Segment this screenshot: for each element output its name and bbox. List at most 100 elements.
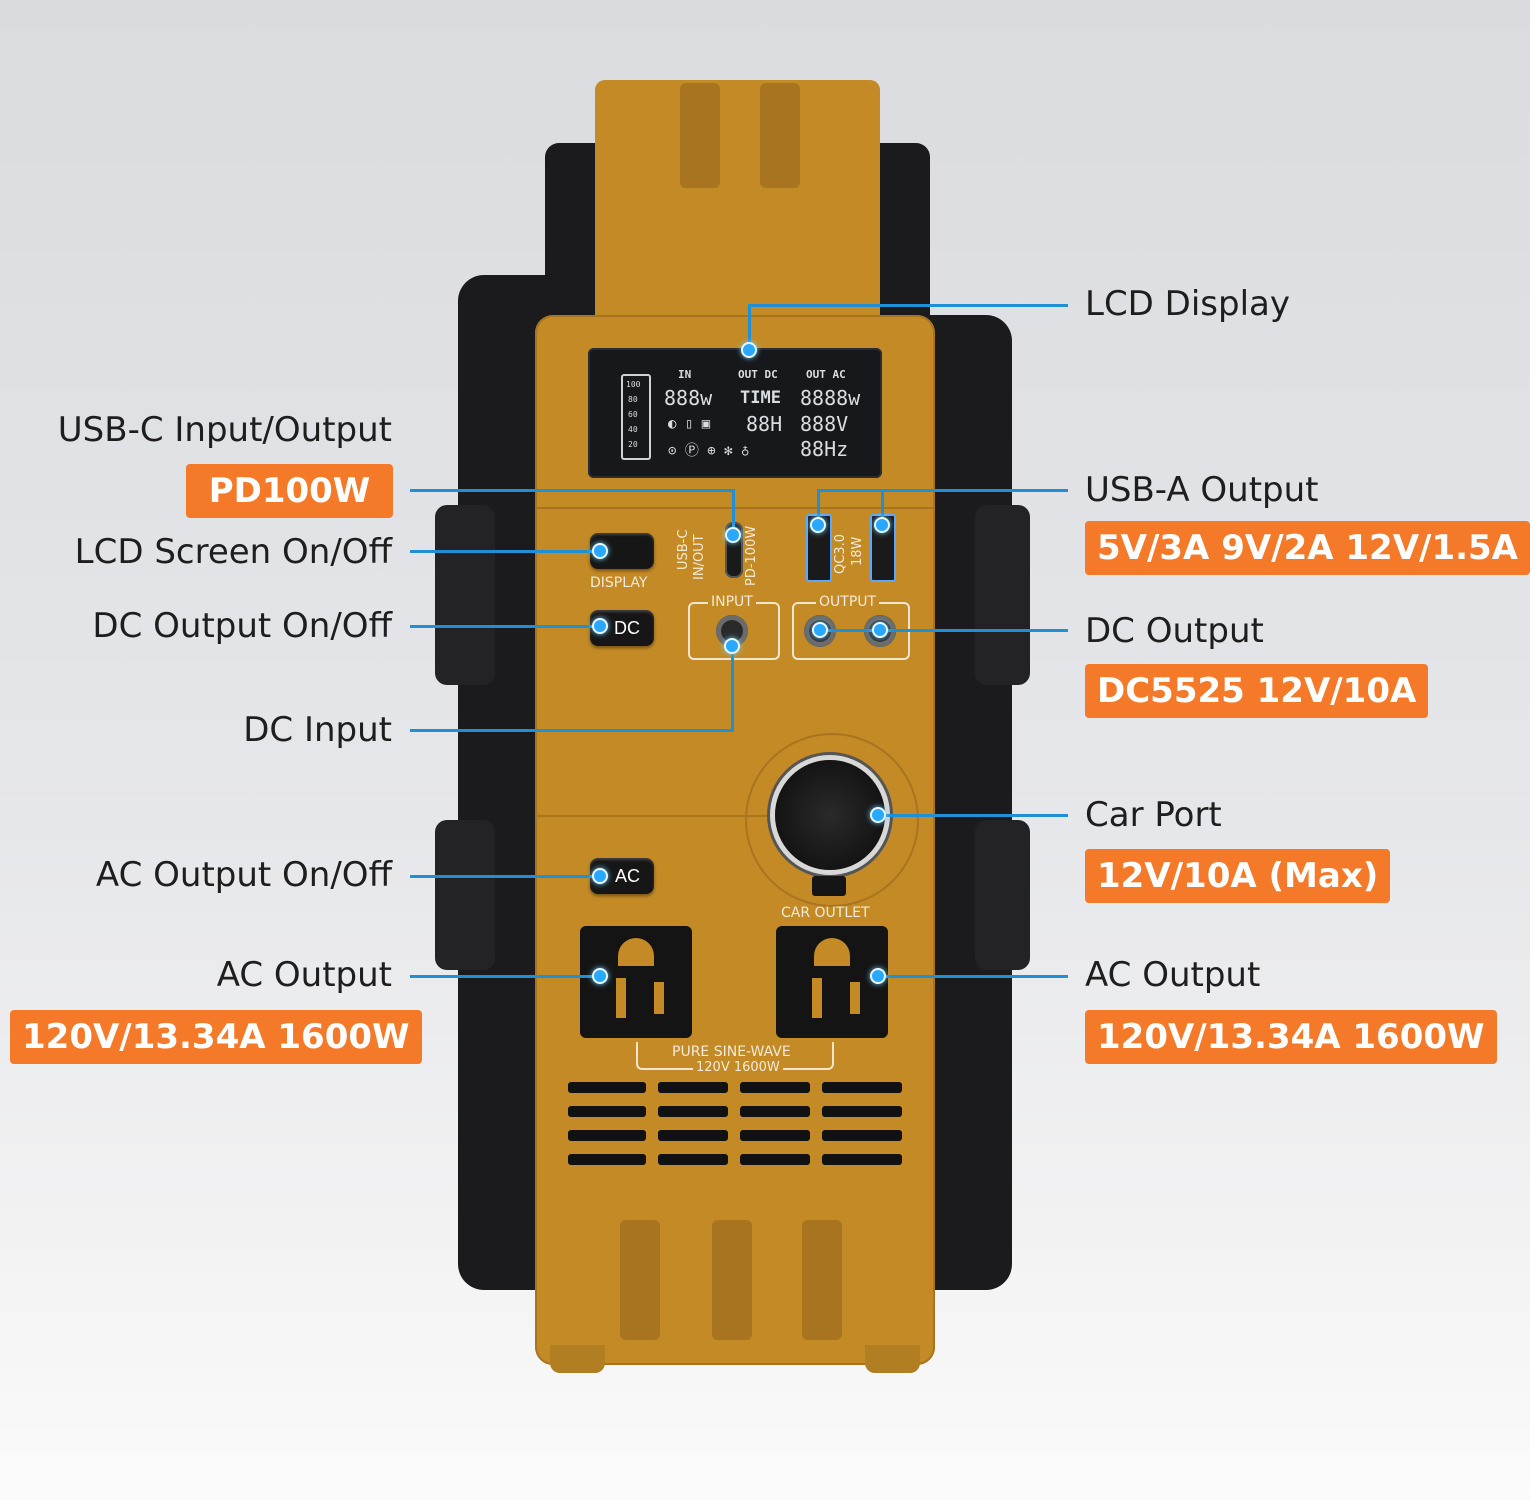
battery-level-80: 80 (628, 395, 638, 404)
vent-slot (568, 1082, 646, 1093)
lcd-screen: 100 80 60 40 20 IN OUT DC OUT AC 888w TI… (588, 348, 882, 478)
pointer-dot (810, 517, 826, 533)
lcd-hertz: 88Hz (800, 437, 849, 461)
lcd-in-label: IN (678, 368, 692, 381)
pointer-dot (870, 968, 886, 984)
car-port-cap-latch (812, 876, 846, 896)
base-rib (712, 1220, 752, 1340)
foot (550, 1345, 605, 1373)
usbc-label-2: IN/OUT (692, 534, 707, 580)
dc-input-title: DC Input (243, 710, 392, 750)
leader-ac-left (410, 975, 600, 978)
lcd-ac-watts: 8888w (800, 386, 861, 410)
leader-usbc (732, 489, 735, 534)
leader-ac-switch (410, 875, 600, 878)
pointer-dot (812, 622, 828, 638)
input-label: INPUT (708, 594, 756, 610)
left-grip (435, 820, 495, 970)
sine-label-2: 120V 1600W (693, 1060, 783, 1075)
ac-right-title: AC Output (1085, 955, 1261, 995)
lcd-volts: 888V (800, 412, 849, 436)
lcd-time-label: TIME (740, 388, 781, 408)
battery-level-60: 60 (628, 410, 638, 419)
pointer-dot (870, 807, 886, 823)
blade-slot (850, 982, 860, 1014)
right-grip (975, 505, 1030, 685)
usbc-title: USB-C Input/Output (57, 410, 392, 450)
pointer-dot (741, 342, 757, 358)
usbc-spec-tag: PD100W (186, 464, 393, 518)
usba-title: USB-A Output (1085, 470, 1319, 510)
fan-icon: ⊙ Ⓟ ⊕ ✻ ♁ (668, 443, 750, 459)
left-grip (435, 505, 495, 685)
vent-slot (740, 1130, 810, 1141)
leader-lcd (748, 304, 1068, 307)
panel-divider (537, 815, 933, 817)
blade-slot (812, 978, 822, 1018)
ground-hole (814, 938, 850, 966)
vent-slot (568, 1130, 646, 1141)
dc-output-title: DC Output (1085, 611, 1264, 651)
lcd-display-title: LCD Display (1085, 284, 1290, 324)
panel-divider (537, 507, 933, 509)
top-handle (595, 80, 880, 320)
base-rib (620, 1220, 660, 1340)
usba-spec-tag: 5V/3A 9V/2A 12V/1.5A (1085, 521, 1530, 575)
leader-lcd-switch (410, 550, 600, 553)
battery-level-40: 40 (628, 425, 638, 434)
vent-slot (658, 1082, 728, 1093)
car-port[interactable] (775, 760, 885, 870)
vent-slot (568, 1154, 646, 1165)
vent-slot (658, 1154, 728, 1165)
pointer-dot (874, 517, 890, 533)
leader-lcd (748, 304, 751, 350)
output-label: OUTPUT (816, 594, 880, 610)
leader-dc-input (410, 729, 734, 732)
battery-level-20: 20 (628, 440, 638, 449)
right-grip (975, 820, 1030, 970)
qc-label-2: 18W (850, 536, 865, 566)
led-light-icon: ◐ ▯ ▣ (668, 416, 711, 432)
lcd-out-ac-label: OUT AC (806, 368, 846, 381)
qc-label-1: QC3.0 (833, 534, 848, 574)
car-port-title: Car Port (1085, 795, 1222, 835)
leader-ac-right (878, 975, 1068, 978)
pointer-dot (592, 543, 608, 559)
leader-usba (817, 489, 1068, 492)
handle-rib (680, 83, 720, 188)
leader-usba (881, 489, 884, 525)
dc-switch-title: DC Output On/Off (92, 606, 392, 646)
vent-slot (568, 1106, 646, 1117)
leader-dc-input (731, 645, 734, 732)
foot (865, 1345, 920, 1373)
ac-socket-right[interactable] (776, 926, 888, 1038)
vent-slot (740, 1106, 810, 1117)
sine-label-1: PURE SINE-WAVE (672, 1044, 791, 1060)
dc-output-spec-tag: DC5525 12V/10A (1085, 664, 1429, 718)
pointer-dot (592, 968, 608, 984)
leader-car-port (878, 814, 1068, 817)
car-port-spec-tag: 12V/10A (Max) (1085, 849, 1391, 903)
pointer-dot (872, 622, 888, 638)
ac-switch-title: AC Output On/Off (95, 855, 392, 895)
pointer-dot (724, 638, 740, 654)
usbc-label-1: USB-C (676, 529, 691, 570)
dc-button[interactable]: DC (590, 610, 654, 646)
leader-usba (817, 489, 820, 525)
blade-slot (616, 978, 626, 1018)
lcd-hours: 88H (746, 412, 783, 436)
blade-slot (654, 982, 664, 1014)
battery-level-100: 100 (626, 380, 641, 389)
ac-left-spec-tag: 120V/13.34A 1600W (10, 1010, 422, 1064)
handle-rib (760, 83, 800, 188)
leader-dc-output (820, 629, 1068, 632)
base-rib (802, 1220, 842, 1340)
vent-slot (658, 1130, 728, 1141)
leader-usbc (410, 489, 734, 492)
lcd-in-watts: 888w (664, 386, 713, 410)
pointer-dot (725, 527, 741, 543)
pointer-dot (592, 868, 608, 884)
leader-dc-switch (410, 625, 600, 628)
car-outlet-label: CAR OUTLET (781, 905, 870, 921)
pointer-dot (592, 618, 608, 634)
